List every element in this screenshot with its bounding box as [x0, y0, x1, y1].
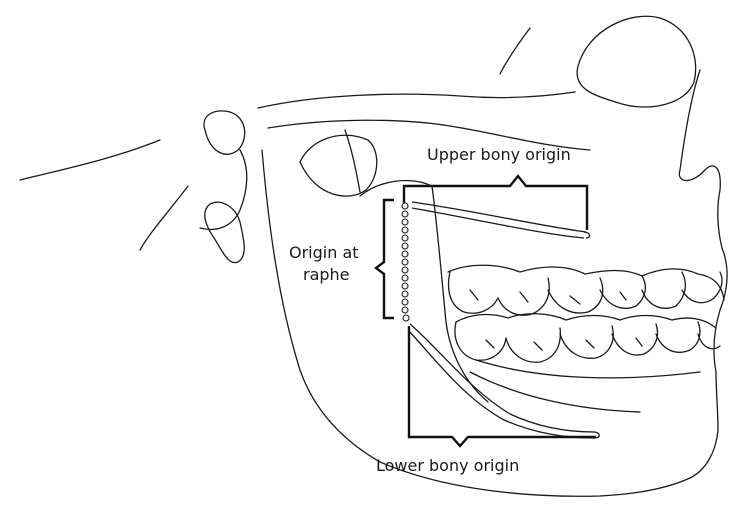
chin: [690, 372, 718, 478]
origin-at-raphe-label-line1: Origin at: [289, 243, 359, 262]
eminence-line: [345, 130, 360, 192]
upper-bony-origin-label: Upper bony origin: [427, 145, 571, 164]
cervical-line: [140, 186, 188, 250]
orbit-outline: [577, 16, 696, 107]
upper-teeth: [448, 265, 724, 315]
alveolar-line: [476, 360, 700, 378]
mastoid-process: [204, 111, 245, 154]
cranium-line: [500, 28, 530, 74]
ear-region: [205, 202, 245, 262]
raphe-dots: [402, 203, 409, 321]
raphe-bracket: [376, 200, 394, 318]
ramus-posterior: [262, 150, 380, 462]
upper-origin-bracket: [404, 176, 587, 230]
styloid-area: [200, 150, 247, 229]
nasal-bone: [679, 70, 720, 190]
lower-teeth: [455, 314, 720, 363]
upper-fibre-end: [584, 232, 590, 238]
upper-fibre-a: [412, 202, 586, 232]
ramus-anterior: [432, 186, 488, 402]
lower-bony-origin-label: Lower bony origin: [376, 456, 519, 475]
maxilla-profile: [714, 190, 727, 372]
occipital-line: [20, 140, 160, 180]
articular-eminence: [300, 135, 377, 196]
origin-at-raphe-label-line2: raphe: [303, 265, 350, 284]
lower-fibre-a: [410, 324, 594, 432]
zygomatic-arch-upper: [258, 92, 575, 108]
